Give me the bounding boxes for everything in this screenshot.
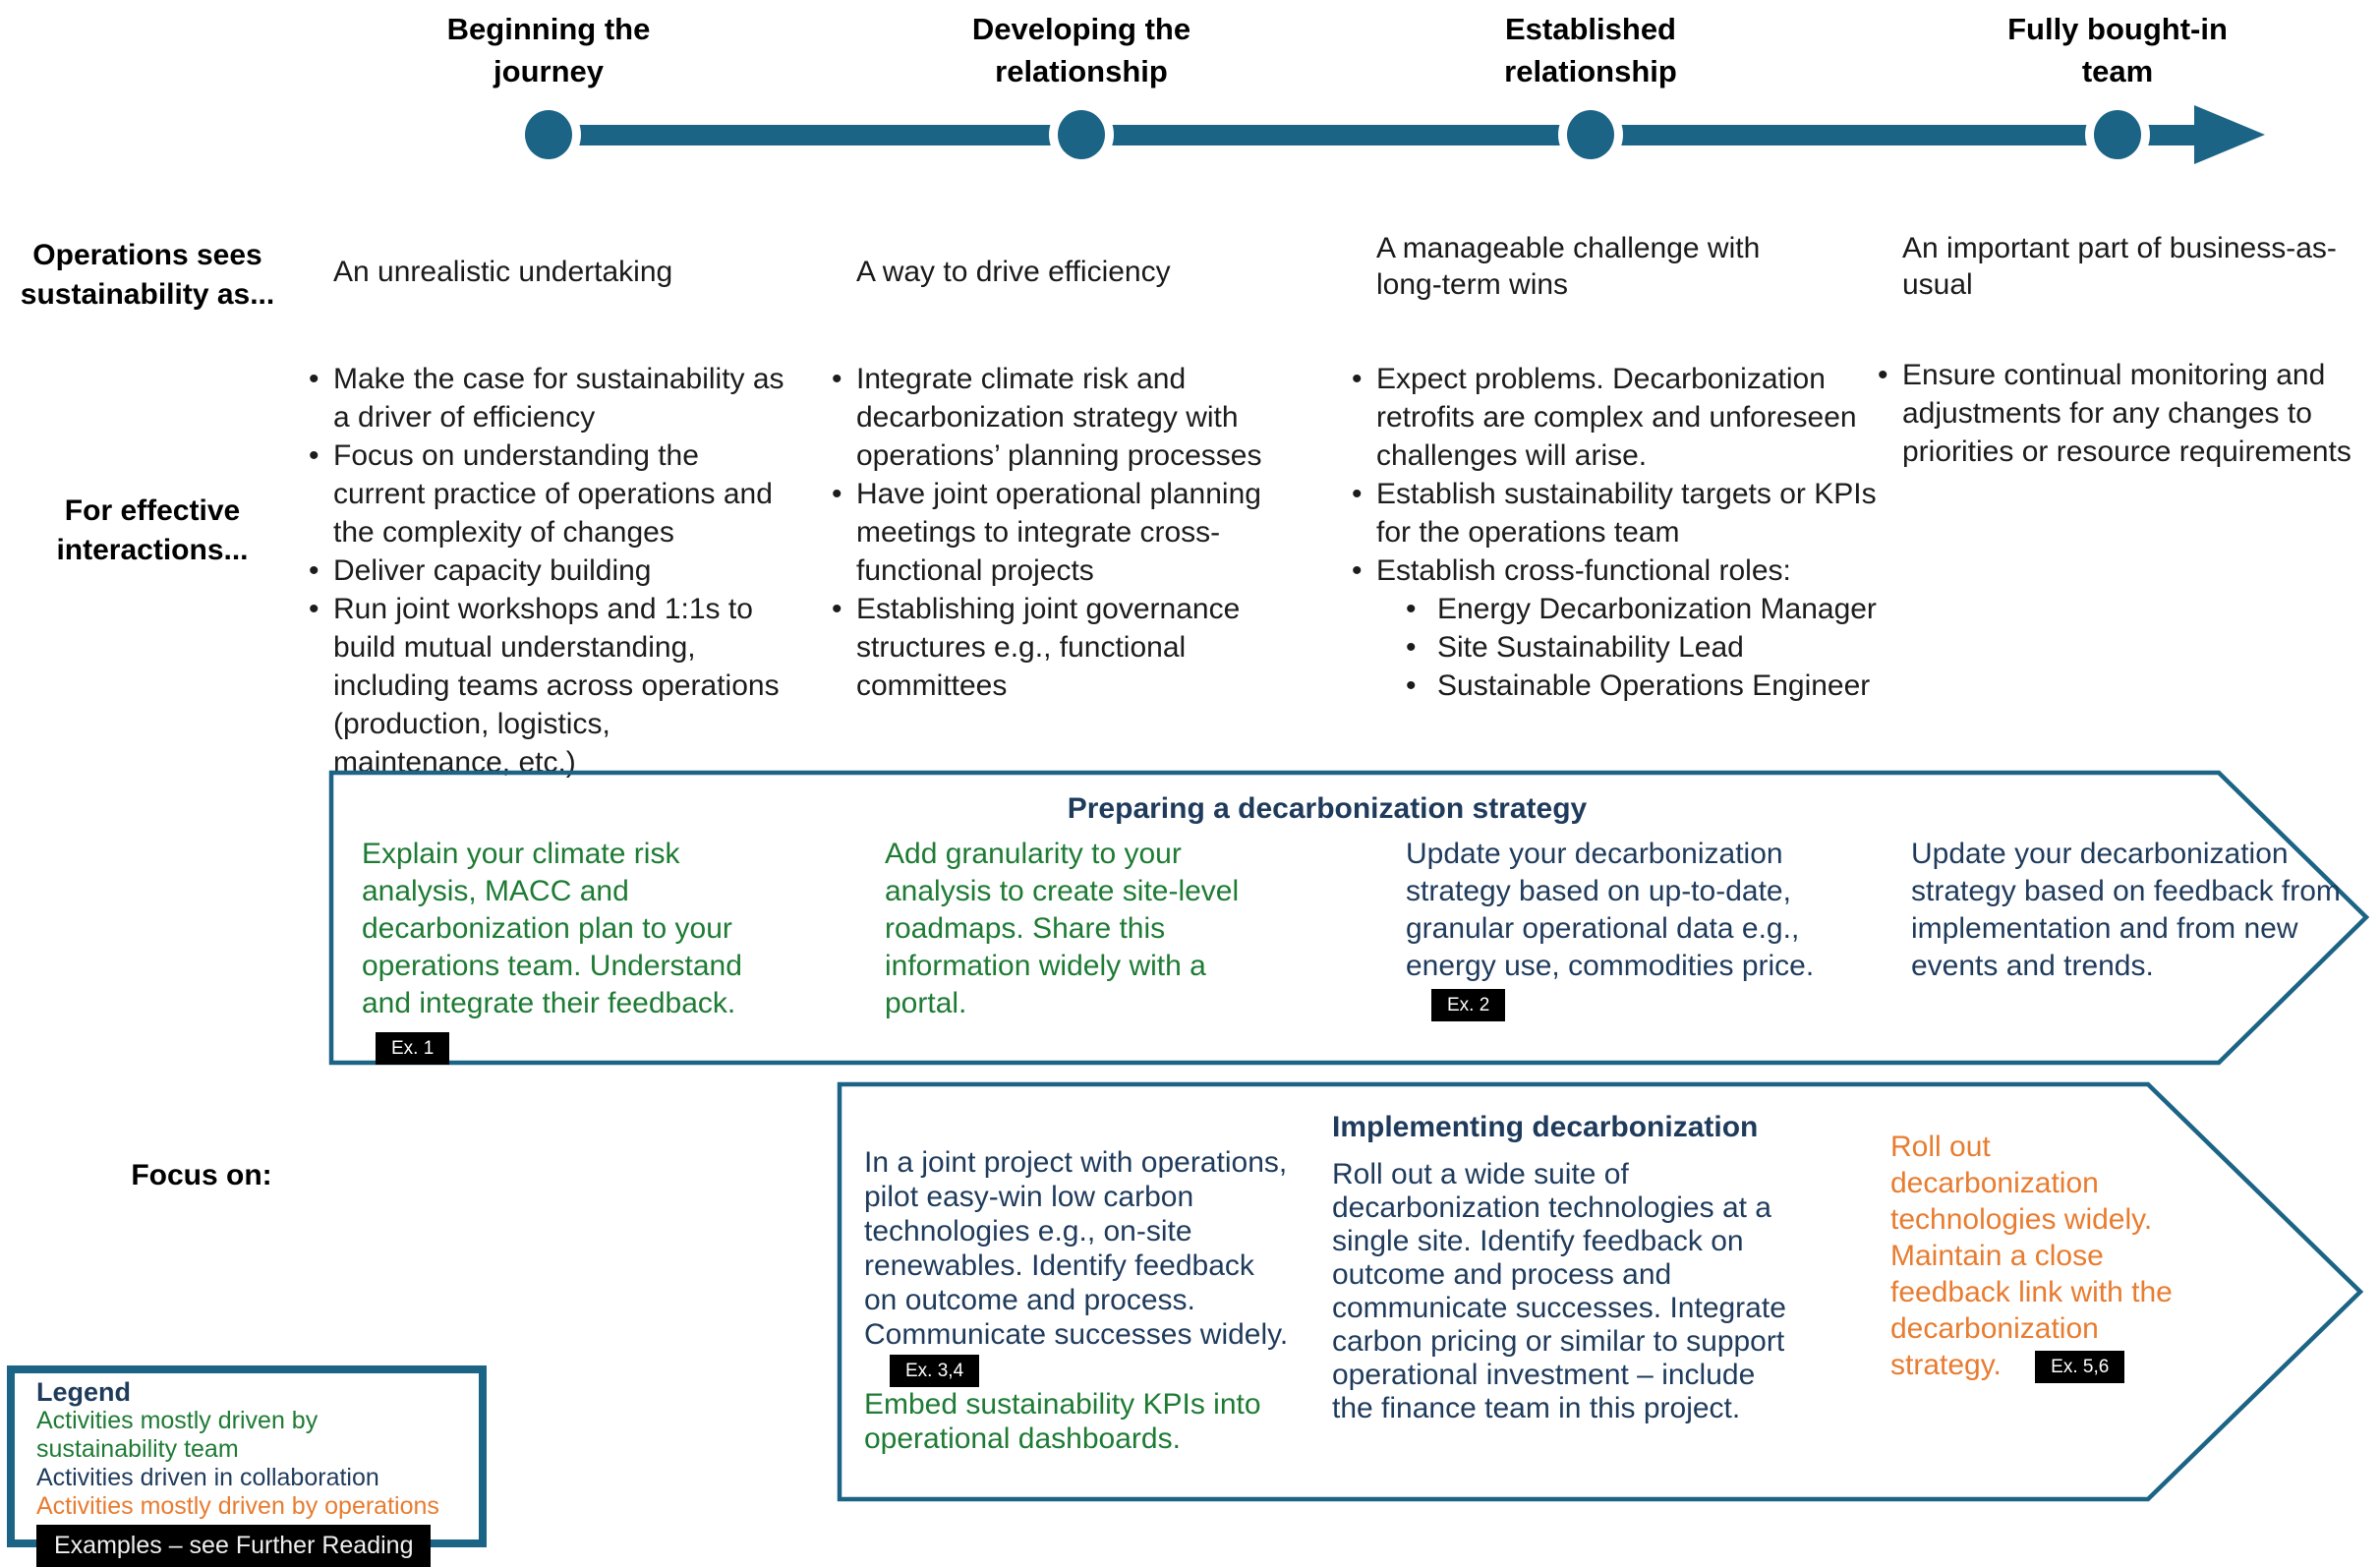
implementing-cell-1-extra: Embed sustainability KPIs into operation… xyxy=(864,1387,1261,1455)
preparing-cell-4-text: Update your decarbonization strategy bas… xyxy=(1911,838,2341,982)
list-item: Establish sustainability targets or KPIs… xyxy=(1347,475,1902,551)
implementing-cell-1: In a joint project with operations, pilo… xyxy=(864,1145,1292,1456)
legend-content: Legend Activities mostly driven by susta… xyxy=(15,1373,479,1567)
implementing-cell-3-text: Roll out decarbonization technologies wi… xyxy=(1890,1131,2173,1381)
implementing-cell-2-text: Roll out a wide suite of decarbonization… xyxy=(1332,1158,1786,1424)
preparing-cell-1-text: Explain your climate risk analysis, MACC… xyxy=(362,838,742,1019)
timeline-dot-3 xyxy=(1558,101,1623,168)
row-label-operations-sees: Operations sees sustainability as... xyxy=(20,239,275,311)
implementing-box-title: Implementing decarbonization xyxy=(1332,1111,1759,1143)
legend-item-collaboration: Activities driven in collaboration xyxy=(36,1464,379,1491)
preparing-cell-3-text: Update your decarbonization strategy bas… xyxy=(1406,838,1815,982)
list-item: Have joint operational planning meetings… xyxy=(827,475,1323,590)
legend-box: Legend Activities mostly driven by susta… xyxy=(7,1365,487,1567)
interactions-column-3: Expect problems. Decarbonization retrofi… xyxy=(1347,360,1902,705)
example-badge: Ex. 2 xyxy=(1431,988,1506,1021)
list-item: Focus on understanding the current pract… xyxy=(304,436,795,551)
row-label-interactions: For effective interactions... xyxy=(56,494,249,566)
perception-cell-2: A way to drive efficiency xyxy=(856,256,1171,288)
implementing-cell-2: Roll out a wide suite of decarbonization… xyxy=(1332,1158,1804,1425)
list-item: Sustainable Operations Engineer xyxy=(1347,667,1902,705)
timeline-stage-developing: Developing the relationship xyxy=(971,12,1191,88)
legend-title: Legend xyxy=(36,1377,132,1407)
preparing-box-title: Preparing a decarbonization strategy xyxy=(1067,792,1588,825)
preparing-cell-4: Update your decarbonization strategy bas… xyxy=(1911,836,2368,985)
list-item: Site Sustainability Lead xyxy=(1347,628,1902,667)
example-badge: Ex. 1 xyxy=(376,1032,450,1065)
implementing-cell-1-text: In a joint project with operations, pilo… xyxy=(864,1146,1289,1351)
legend-item-operations: Activities mostly driven by operations xyxy=(36,1492,439,1520)
timeline-stage-beginning: Beginning the journey xyxy=(446,12,651,88)
timeline-stage-bought-in: Fully bought-in team xyxy=(2007,12,2228,88)
timeline-dot-2 xyxy=(1049,101,1114,168)
timeline-dot-1 xyxy=(516,101,581,168)
list-item: Establishing joint governance structures… xyxy=(827,590,1323,705)
timeline-stage-established: Established relationship xyxy=(1504,12,1677,88)
list-item: Run joint workshops and 1:1s to build mu… xyxy=(304,590,795,782)
example-badge: Ex. 3,4 xyxy=(890,1354,980,1387)
preparing-cell-2: Add granularity to your analysis to crea… xyxy=(885,836,1288,1022)
list-item: Expect problems. Decarbonization retrofi… xyxy=(1347,360,1902,475)
interactions-column-4: Ensure continual monitoring and adjustme… xyxy=(1873,356,2369,471)
list-item: Energy Decarbonization Manager xyxy=(1347,590,1902,628)
list-item: Make the case for sustainability as a dr… xyxy=(304,360,795,436)
perception-cell-1: An unrealistic undertaking xyxy=(333,256,673,288)
timeline-arrowhead-icon xyxy=(2194,105,2265,164)
list-item: Deliver capacity building xyxy=(304,551,795,590)
perception-cell-3: A manageable challenge with long-term wi… xyxy=(1376,232,1761,301)
example-badge: Ex. 5,6 xyxy=(2035,1350,2125,1383)
legend-item-sustainability-team: Activities mostly driven by sustainabili… xyxy=(36,1407,319,1463)
implementing-cell-3: Roll out decarbonization technologies wi… xyxy=(1890,1129,2205,1383)
perception-cell-4: An important part of business-as-usual xyxy=(1902,232,2337,301)
preparing-cell-1: Explain your climate risk analysis, MACC… xyxy=(362,836,755,1065)
row-label-focus-on: Focus on: xyxy=(131,1159,272,1191)
list-item: Integrate climate risk and decarbonizati… xyxy=(827,360,1323,475)
list-item: Establish cross-functional roles: xyxy=(1347,551,1902,590)
timeline-arrow-bar xyxy=(549,125,2196,145)
legend-examples-badge: Examples – see Further Reading xyxy=(36,1525,432,1567)
preparing-cell-3: Update your decarbonization strategy bas… xyxy=(1406,836,1863,1022)
interactions-column-1: Make the case for sustainability as a dr… xyxy=(304,360,795,782)
preparing-cell-2-text: Add granularity to your analysis to crea… xyxy=(885,838,1240,1019)
interactions-column-2: Integrate climate risk and decarbonizati… xyxy=(827,360,1323,705)
timeline-dot-4 xyxy=(2085,101,2150,168)
list-item: Ensure continual monitoring and adjustme… xyxy=(1873,356,2369,471)
